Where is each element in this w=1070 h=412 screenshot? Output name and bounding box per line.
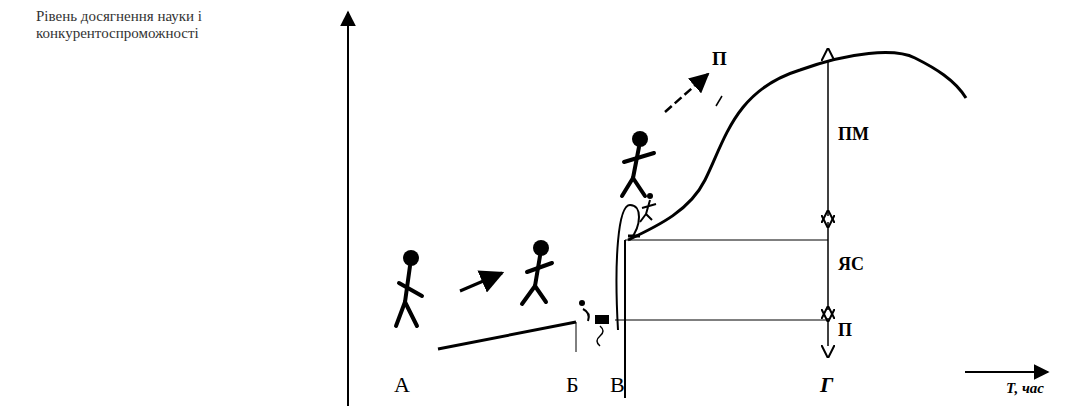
ramp-edge xyxy=(576,322,577,352)
bracket xyxy=(827,60,829,216)
time-arrow xyxy=(965,371,1048,373)
bracket-label: П xyxy=(838,320,852,341)
axis-label: Т, час xyxy=(1006,380,1044,397)
level-line xyxy=(625,240,828,241)
ramp xyxy=(438,322,576,349)
level-line xyxy=(625,320,828,321)
spring xyxy=(597,326,603,346)
point-label: Г xyxy=(820,372,833,397)
motion-arrow xyxy=(460,273,502,291)
axis-title: Рівень досягнення науки і конкурентоспро… xyxy=(36,8,276,43)
point-label: В xyxy=(610,372,625,397)
level-line xyxy=(615,320,625,321)
growth-curve xyxy=(628,53,966,240)
small-figure xyxy=(579,300,589,321)
small-figure xyxy=(640,193,656,222)
stroke-mark xyxy=(716,96,722,106)
point-label: А xyxy=(394,372,410,397)
jump-arc xyxy=(617,205,640,330)
block xyxy=(595,315,609,324)
motion-arrow xyxy=(665,74,708,112)
point-label: Б xyxy=(566,372,579,397)
bracket xyxy=(827,222,829,310)
bracket-label: ЯС xyxy=(838,254,864,275)
stick-figure xyxy=(622,131,654,196)
bracket xyxy=(827,318,829,346)
stick-figure xyxy=(396,250,422,326)
stick-figure xyxy=(522,240,552,304)
arrow-label: П xyxy=(712,48,727,70)
y-axis xyxy=(347,12,349,406)
bracket-label: ПМ xyxy=(838,124,869,145)
